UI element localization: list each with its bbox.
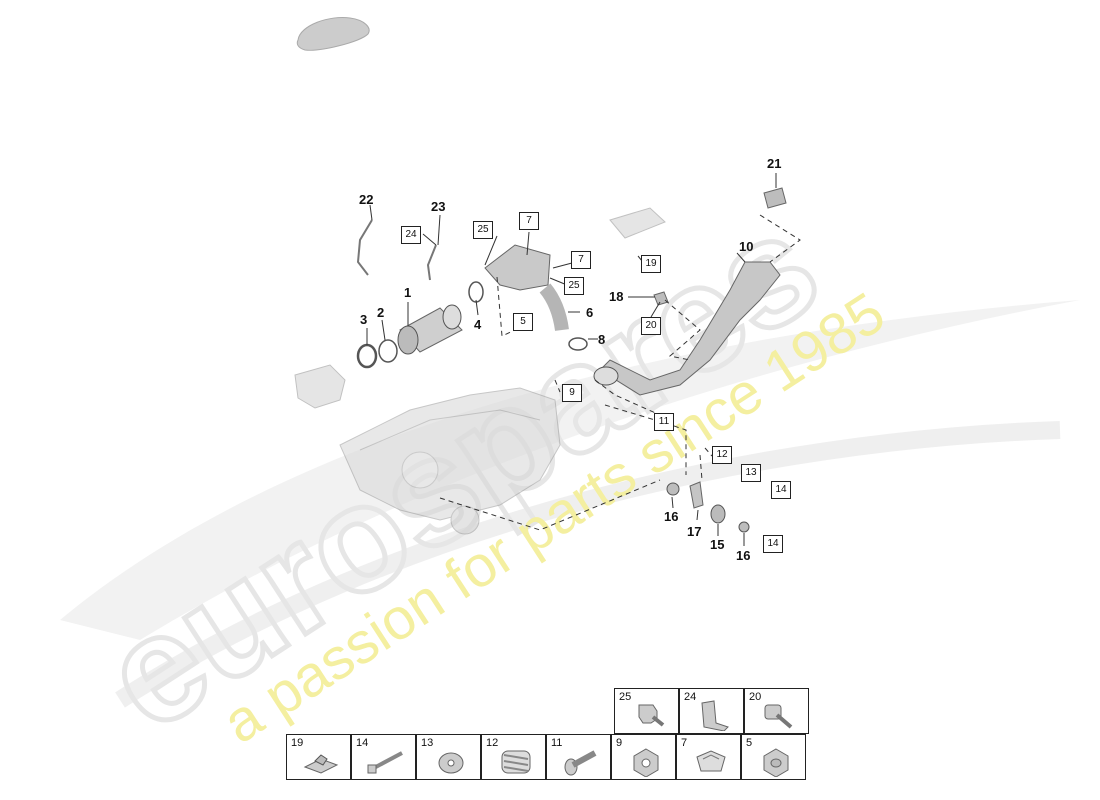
legend-cell-14: 14 xyxy=(351,734,416,780)
watermark-swoosh xyxy=(60,300,1080,708)
clip-bracket-icon xyxy=(701,700,729,731)
flange-nut-icon xyxy=(763,748,789,777)
long-bolt-icon xyxy=(367,751,403,774)
legend-number: 24 xyxy=(684,691,697,703)
legend-cell-7: 7 xyxy=(676,734,741,780)
legend-cell-11: 11 xyxy=(546,734,611,780)
bracket-19 xyxy=(609,207,666,239)
catalytic-converter xyxy=(397,304,463,355)
legend-number: 5 xyxy=(746,737,753,749)
callout-17: 17 xyxy=(687,524,702,539)
boxed-callout-20: 20 xyxy=(641,317,661,335)
legend-cell-24: 24 xyxy=(679,688,744,734)
parts-legend: 25 24 20 19 14 13 12 11 9 7 5 xyxy=(286,688,812,782)
boxed-callout-12: 12 xyxy=(712,446,732,464)
legend-number: 25 xyxy=(619,691,632,703)
callout-15: 15 xyxy=(710,537,725,552)
gasket-8 xyxy=(568,337,588,351)
nut-16b xyxy=(738,521,750,533)
legend-cell-9: 9 xyxy=(611,734,676,780)
callout-6: 6 xyxy=(586,305,594,320)
nut-16a xyxy=(666,482,680,496)
legend-number: 12 xyxy=(486,737,499,749)
legend-number: 9 xyxy=(616,737,623,749)
boxed-callout-19: 19 xyxy=(641,255,661,273)
legend-cell-20: 20 xyxy=(744,688,809,734)
boxed-callout-13: 13 xyxy=(741,464,761,482)
legend-number: 19 xyxy=(291,737,304,749)
legend-number: 20 xyxy=(749,691,762,703)
boxed-callout-5: 5 xyxy=(513,313,533,331)
car-icon xyxy=(296,16,370,51)
spring-icon xyxy=(501,750,531,774)
clamp-ring xyxy=(356,343,378,369)
spring-clip-icon xyxy=(696,750,726,772)
callout-1: 1 xyxy=(404,285,412,300)
callout-16-b: 16 xyxy=(736,548,751,563)
callout-3: 3 xyxy=(360,312,368,327)
legend-cell-25: 25 xyxy=(614,688,679,734)
boxed-callout-7-a: 7 xyxy=(519,212,539,230)
legend-number: 13 xyxy=(421,737,434,749)
boxed-callout-14-a: 14 xyxy=(771,481,791,499)
bolt-flange-icon xyxy=(638,704,665,727)
dashed-reference-lines xyxy=(439,214,801,531)
turbocharger xyxy=(294,364,346,409)
flange-bolt-icon xyxy=(764,704,793,729)
callout-10: 10 xyxy=(739,239,754,254)
callout-18: 18 xyxy=(609,289,624,304)
countersunk-bolt-icon xyxy=(564,750,597,776)
rubber-mount-15 xyxy=(710,504,726,524)
callout-16-a: 16 xyxy=(664,509,679,524)
boxed-callout-11: 11 xyxy=(654,413,674,431)
boxed-callout-25-b: 25 xyxy=(564,277,584,295)
sensor-22 xyxy=(356,219,373,276)
gasket-ring xyxy=(378,339,398,363)
washer-icon xyxy=(438,752,464,774)
gasket-4 xyxy=(468,281,484,303)
boxed-callout-14-b: 14 xyxy=(763,535,783,553)
boxed-callout-7-b: 7 xyxy=(571,251,591,269)
callout-22: 22 xyxy=(359,192,374,207)
pipe-section-7 xyxy=(484,244,551,291)
transmission-housing xyxy=(339,387,561,535)
legend-cell-12: 12 xyxy=(481,734,546,780)
callout-4: 4 xyxy=(474,317,482,332)
hex-nut-icon xyxy=(633,748,659,777)
legend-cell-5: 5 xyxy=(741,734,806,780)
legend-number: 11 xyxy=(551,737,563,749)
boxed-callout-24: 24 xyxy=(401,226,421,244)
legend-cell-13: 13 xyxy=(416,734,481,780)
legend-cell-19: 19 xyxy=(286,734,351,780)
legend-number: 14 xyxy=(356,737,369,749)
legend-number: 7 xyxy=(681,737,688,749)
callout-2: 2 xyxy=(377,305,385,320)
hanger-21 xyxy=(763,187,787,209)
bracket-17 xyxy=(689,481,704,509)
callout-8: 8 xyxy=(598,332,606,347)
cage-nut-icon xyxy=(303,754,339,774)
pipe-6 xyxy=(539,283,569,332)
sensor-23 xyxy=(426,244,437,281)
callout-23: 23 xyxy=(431,199,446,214)
boxed-callout-9: 9 xyxy=(562,384,582,402)
callout-21: 21 xyxy=(767,156,782,171)
boxed-callout-25-a: 25 xyxy=(473,221,493,239)
